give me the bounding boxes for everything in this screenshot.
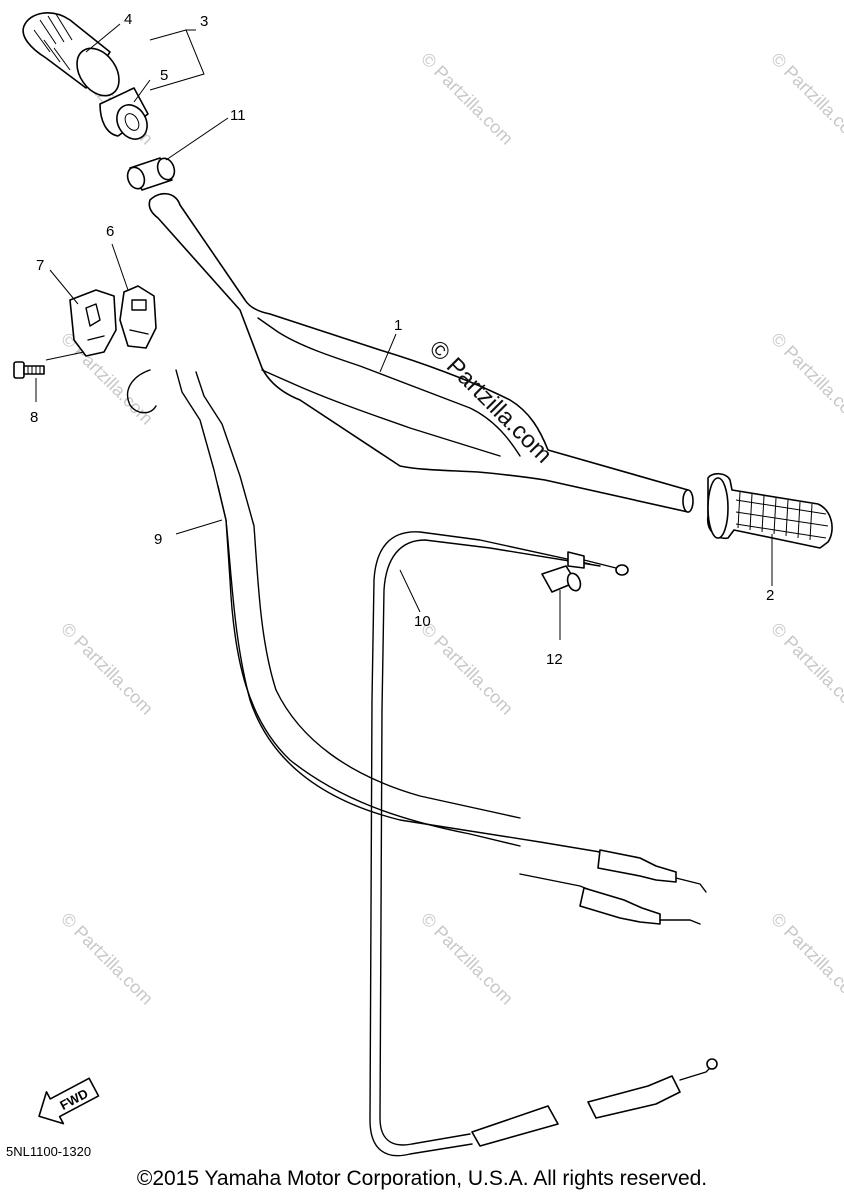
watermark: © Partzilla.com (767, 49, 844, 149)
callout-8: 8 (30, 409, 38, 426)
holder-lower (69, 289, 117, 357)
watermark: © Partzilla.com (767, 329, 844, 429)
callout-5: 5 (160, 67, 168, 84)
callout-4: 4 (124, 11, 132, 28)
watermark: © Partzilla.com (417, 49, 517, 149)
fwd-arrow: FWD (38, 1077, 100, 1125)
screw (13, 361, 45, 379)
callout-6: 6 (106, 223, 114, 240)
watermark: © Partzilla.com (57, 619, 157, 719)
callouts: 4 3 5 11 6 7 8 1 9 10 12 2 (30, 11, 774, 668)
callout-1: 1 (394, 317, 402, 334)
callout-10: 10 (414, 613, 431, 630)
copyright-notice: ©2015 Yamaha Motor Corporation, U.S.A. A… (136, 1167, 708, 1190)
watermark: © Partzilla.com (57, 909, 157, 1009)
callout-9: 9 (154, 531, 162, 548)
callout-11: 11 (230, 107, 246, 124)
diagram-code: 5NL1100-1320 (6, 1144, 92, 1159)
watermark: © Partzilla.com (767, 619, 844, 719)
watermark: © Partzilla.com (767, 909, 844, 1009)
holder-upper (119, 285, 157, 349)
callout-3: 3 (200, 13, 208, 30)
callout-2: 2 (766, 587, 774, 604)
cable-adjuster (541, 565, 582, 593)
watermark: © Partzilla.com (417, 909, 517, 1009)
handlebar (148, 192, 694, 513)
callout-7: 7 (36, 257, 44, 274)
throttle-cables (126, 369, 707, 925)
callout-12: 12 (546, 651, 563, 668)
throttle-grip-assembly (22, 12, 149, 140)
watermark: © Partzilla.com (417, 619, 517, 719)
clutch-cable (369, 531, 718, 1157)
collar (126, 157, 176, 191)
leader-lines (35, 23, 773, 640)
right-grip (706, 472, 833, 549)
